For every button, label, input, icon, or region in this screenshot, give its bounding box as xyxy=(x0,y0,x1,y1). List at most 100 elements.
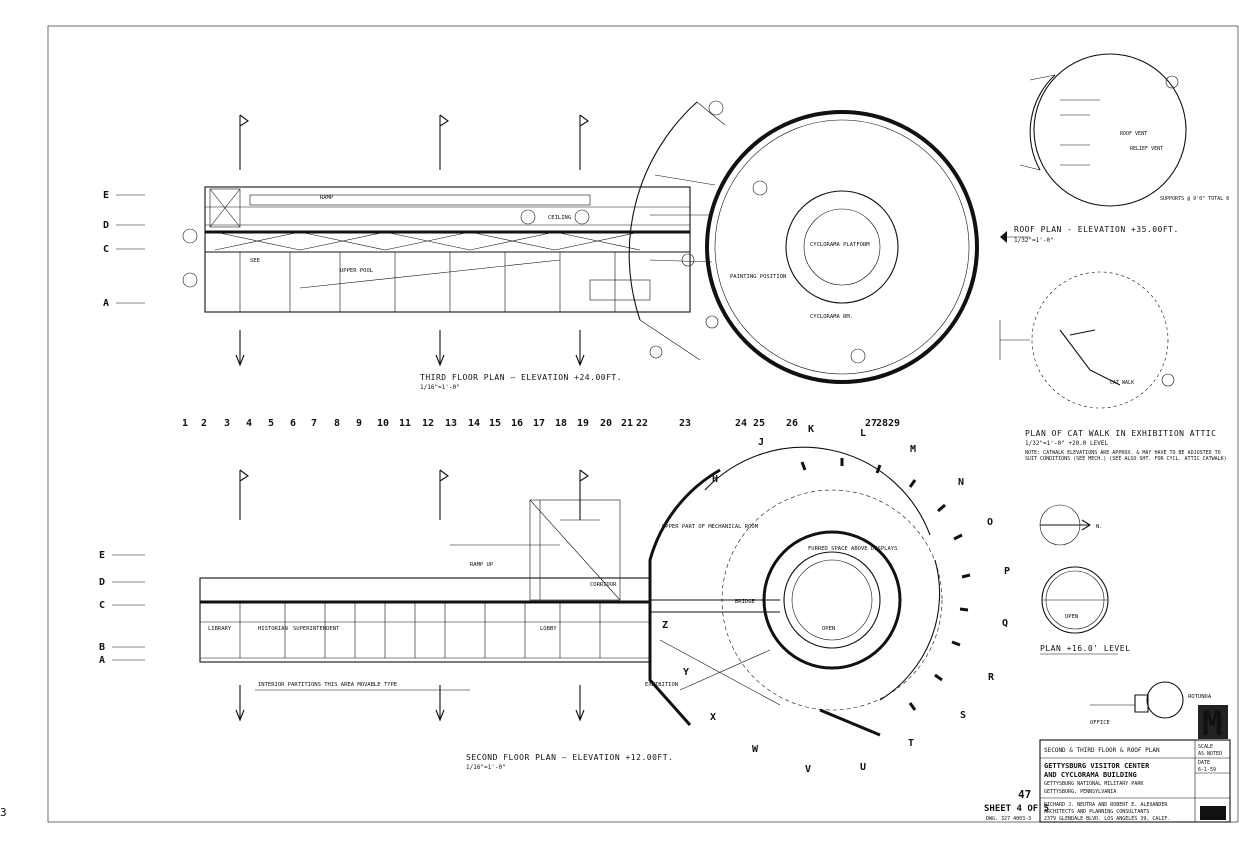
grid-number: 2 xyxy=(201,418,207,429)
radial-letter: Q xyxy=(1002,618,1008,629)
second-floor-outline xyxy=(199,577,651,663)
roof-vent-label: ROOF VENT xyxy=(1120,131,1147,137)
second-floor-plan: LIBRARY HISTORIAN SUPERINTENDENT LOBBY R… xyxy=(199,469,673,771)
project-line-1: GETTYSBURG VISITOR CENTER xyxy=(1044,762,1150,770)
rotunda-key-label: ROTUNDA xyxy=(1188,694,1212,700)
grid-number: 29 xyxy=(888,418,900,429)
radial-letter: N xyxy=(958,477,964,488)
radial-letter: J xyxy=(758,437,764,448)
park-name: GETTYSBURG NATIONAL MILITARY PARK xyxy=(1044,781,1143,787)
grid-number: 8 xyxy=(334,418,340,429)
sheet-number: A-3 xyxy=(1202,809,1220,820)
ramp-label: RAMP xyxy=(320,195,334,201)
catwalk-plan: CAT WALK PLAN OF CAT WALK IN EXHIBITION … xyxy=(999,271,1227,462)
grid-number: 14 xyxy=(468,418,480,429)
grid-letter: A xyxy=(99,655,105,666)
radial-letter: X xyxy=(710,712,716,723)
sheet-of: SHEET 4 OF 5 xyxy=(984,804,1049,814)
grid-letter: B xyxy=(99,642,105,653)
logo-letter: M xyxy=(1202,704,1222,744)
grid-number: 15 xyxy=(489,418,501,429)
grid-number: 21 xyxy=(621,418,633,429)
grid-number: 3 xyxy=(224,418,230,429)
radial-letter: V xyxy=(805,764,811,775)
radial-letter: H xyxy=(712,474,718,485)
grid-number: 26 xyxy=(786,418,798,429)
radial-letter: L xyxy=(860,428,866,439)
lobby-label: LOBBY xyxy=(540,626,557,632)
radial-letter: T xyxy=(908,738,914,749)
radial-letter: S xyxy=(960,710,966,721)
architects: RICHARD J. NEUTRA AND ROBERT E. ALEXANDE… xyxy=(1044,802,1168,808)
grid-number: 13 xyxy=(445,418,457,429)
supports-label: SUPPORTS @ 9'0" TOTAL 6 xyxy=(1160,196,1229,202)
grid-number: 18 xyxy=(555,418,567,429)
third-floor-scale: 1/16"=1'-0" xyxy=(420,384,460,391)
grid-number: 28 xyxy=(876,418,888,429)
radial-letter: O xyxy=(987,517,993,528)
catwalk-plan-scale: 1/32"=1'-0" +20.0 LEVEL xyxy=(1025,440,1108,447)
project-line-2: AND CYCLORAMA BUILDING xyxy=(1044,771,1137,779)
grid-letter: E xyxy=(99,550,105,561)
cyclorama-platform xyxy=(785,190,899,304)
exhibition-label: EXHIBITION xyxy=(645,682,678,688)
address: 2379 GLENDALE BLVD. LOS ANGELES 39, CALI… xyxy=(1044,816,1170,822)
office-key-label: OFFICE xyxy=(1090,720,1110,726)
painting-position-label: PAINTING POSITION xyxy=(730,274,786,280)
partitions-label: INTERIOR PARTITIONS THIS AREA MOVABLE TY… xyxy=(258,682,397,688)
roof-outline xyxy=(1033,53,1187,207)
upper-pool-label: UPPER POOL xyxy=(340,268,374,274)
sheet-title: SECOND & THIRD FLOOR & ROOF PLAN xyxy=(1044,747,1160,754)
catwalk-note: NOTE: CATWALK ELEVATIONS ARE APPROX. & M… xyxy=(1025,450,1227,462)
sheet-number-box xyxy=(1200,806,1226,820)
historian-label: HISTORIAN xyxy=(258,626,288,632)
radial-letter: P xyxy=(1004,566,1010,577)
catwalk-label: CAT WALK xyxy=(1110,380,1134,386)
corridor-label: CORRIDOR xyxy=(590,582,617,588)
second-floor-scale: 1/16"=1'-0" xyxy=(466,764,506,771)
radial-letter: R xyxy=(988,672,995,683)
grid-number: 25 xyxy=(753,418,765,429)
roof-plan-title: ROOF PLAN - ELEVATION +35.00FT. xyxy=(1014,225,1179,234)
grid-number: 9 xyxy=(356,418,362,429)
cyclorama-outer-wall xyxy=(705,110,979,384)
grid-number: 6 xyxy=(290,418,296,429)
radial-letter: Z xyxy=(662,620,668,631)
ceiling-label: CEILING xyxy=(548,215,571,221)
grid-letter: C xyxy=(99,600,105,611)
grid-number: 20 xyxy=(600,418,612,429)
scale-value: AS NOTED xyxy=(1198,751,1222,757)
cyclorama-room-label: CYCLORAMA RM. xyxy=(810,314,853,320)
firm-line: ARCHITECTS AND PLANNING CONSULTANTS xyxy=(1044,809,1149,815)
date-value: 6-1-59 xyxy=(1198,767,1216,773)
key-plan: ROTUNDA OFFICE xyxy=(1090,681,1212,726)
radial-letter: Y xyxy=(683,667,689,678)
grid-number: 16 xyxy=(511,418,523,429)
catwalk-note-box: NOTE: CATWALK ELEVATIONS ARE APPROX. & M… xyxy=(1025,450,1227,462)
radial-letter: U xyxy=(860,762,866,773)
north-arrow-label: N. xyxy=(1096,524,1103,530)
third-floor-outline xyxy=(204,186,691,313)
cyclorama-platform-label: CYCLORAMA PLATFORM xyxy=(810,242,870,248)
grid-number: 5 xyxy=(268,418,274,429)
logo-box xyxy=(1198,705,1228,739)
grid-number: 17 xyxy=(533,418,545,429)
grid-number: 27 xyxy=(865,418,877,429)
grid-letter: C xyxy=(103,244,109,255)
superintendent-label: SUPERINTENDENT xyxy=(293,626,340,632)
third-floor-see-label: SEE xyxy=(250,258,260,264)
third-floor-title: THIRD FLOOR PLAN — ELEVATION +24.00FT. xyxy=(420,373,622,382)
ramp-up-label: RAMP UP xyxy=(470,562,494,568)
grid-number: 12 xyxy=(422,418,434,429)
cyclorama-third-floor: CYCLORAMA PLATFORM CYCLORAMA RM. PAINTIN… xyxy=(628,100,979,384)
grid-letter: E xyxy=(103,190,109,201)
open-label: OPEN xyxy=(822,626,835,632)
radial-letter: W xyxy=(752,744,759,755)
second-floor-title: SECOND FLOOR PLAN — ELEVATION +12.00FT. xyxy=(466,753,673,762)
location: GETTYSBURG, PENNSYLVANIA xyxy=(1044,789,1116,795)
